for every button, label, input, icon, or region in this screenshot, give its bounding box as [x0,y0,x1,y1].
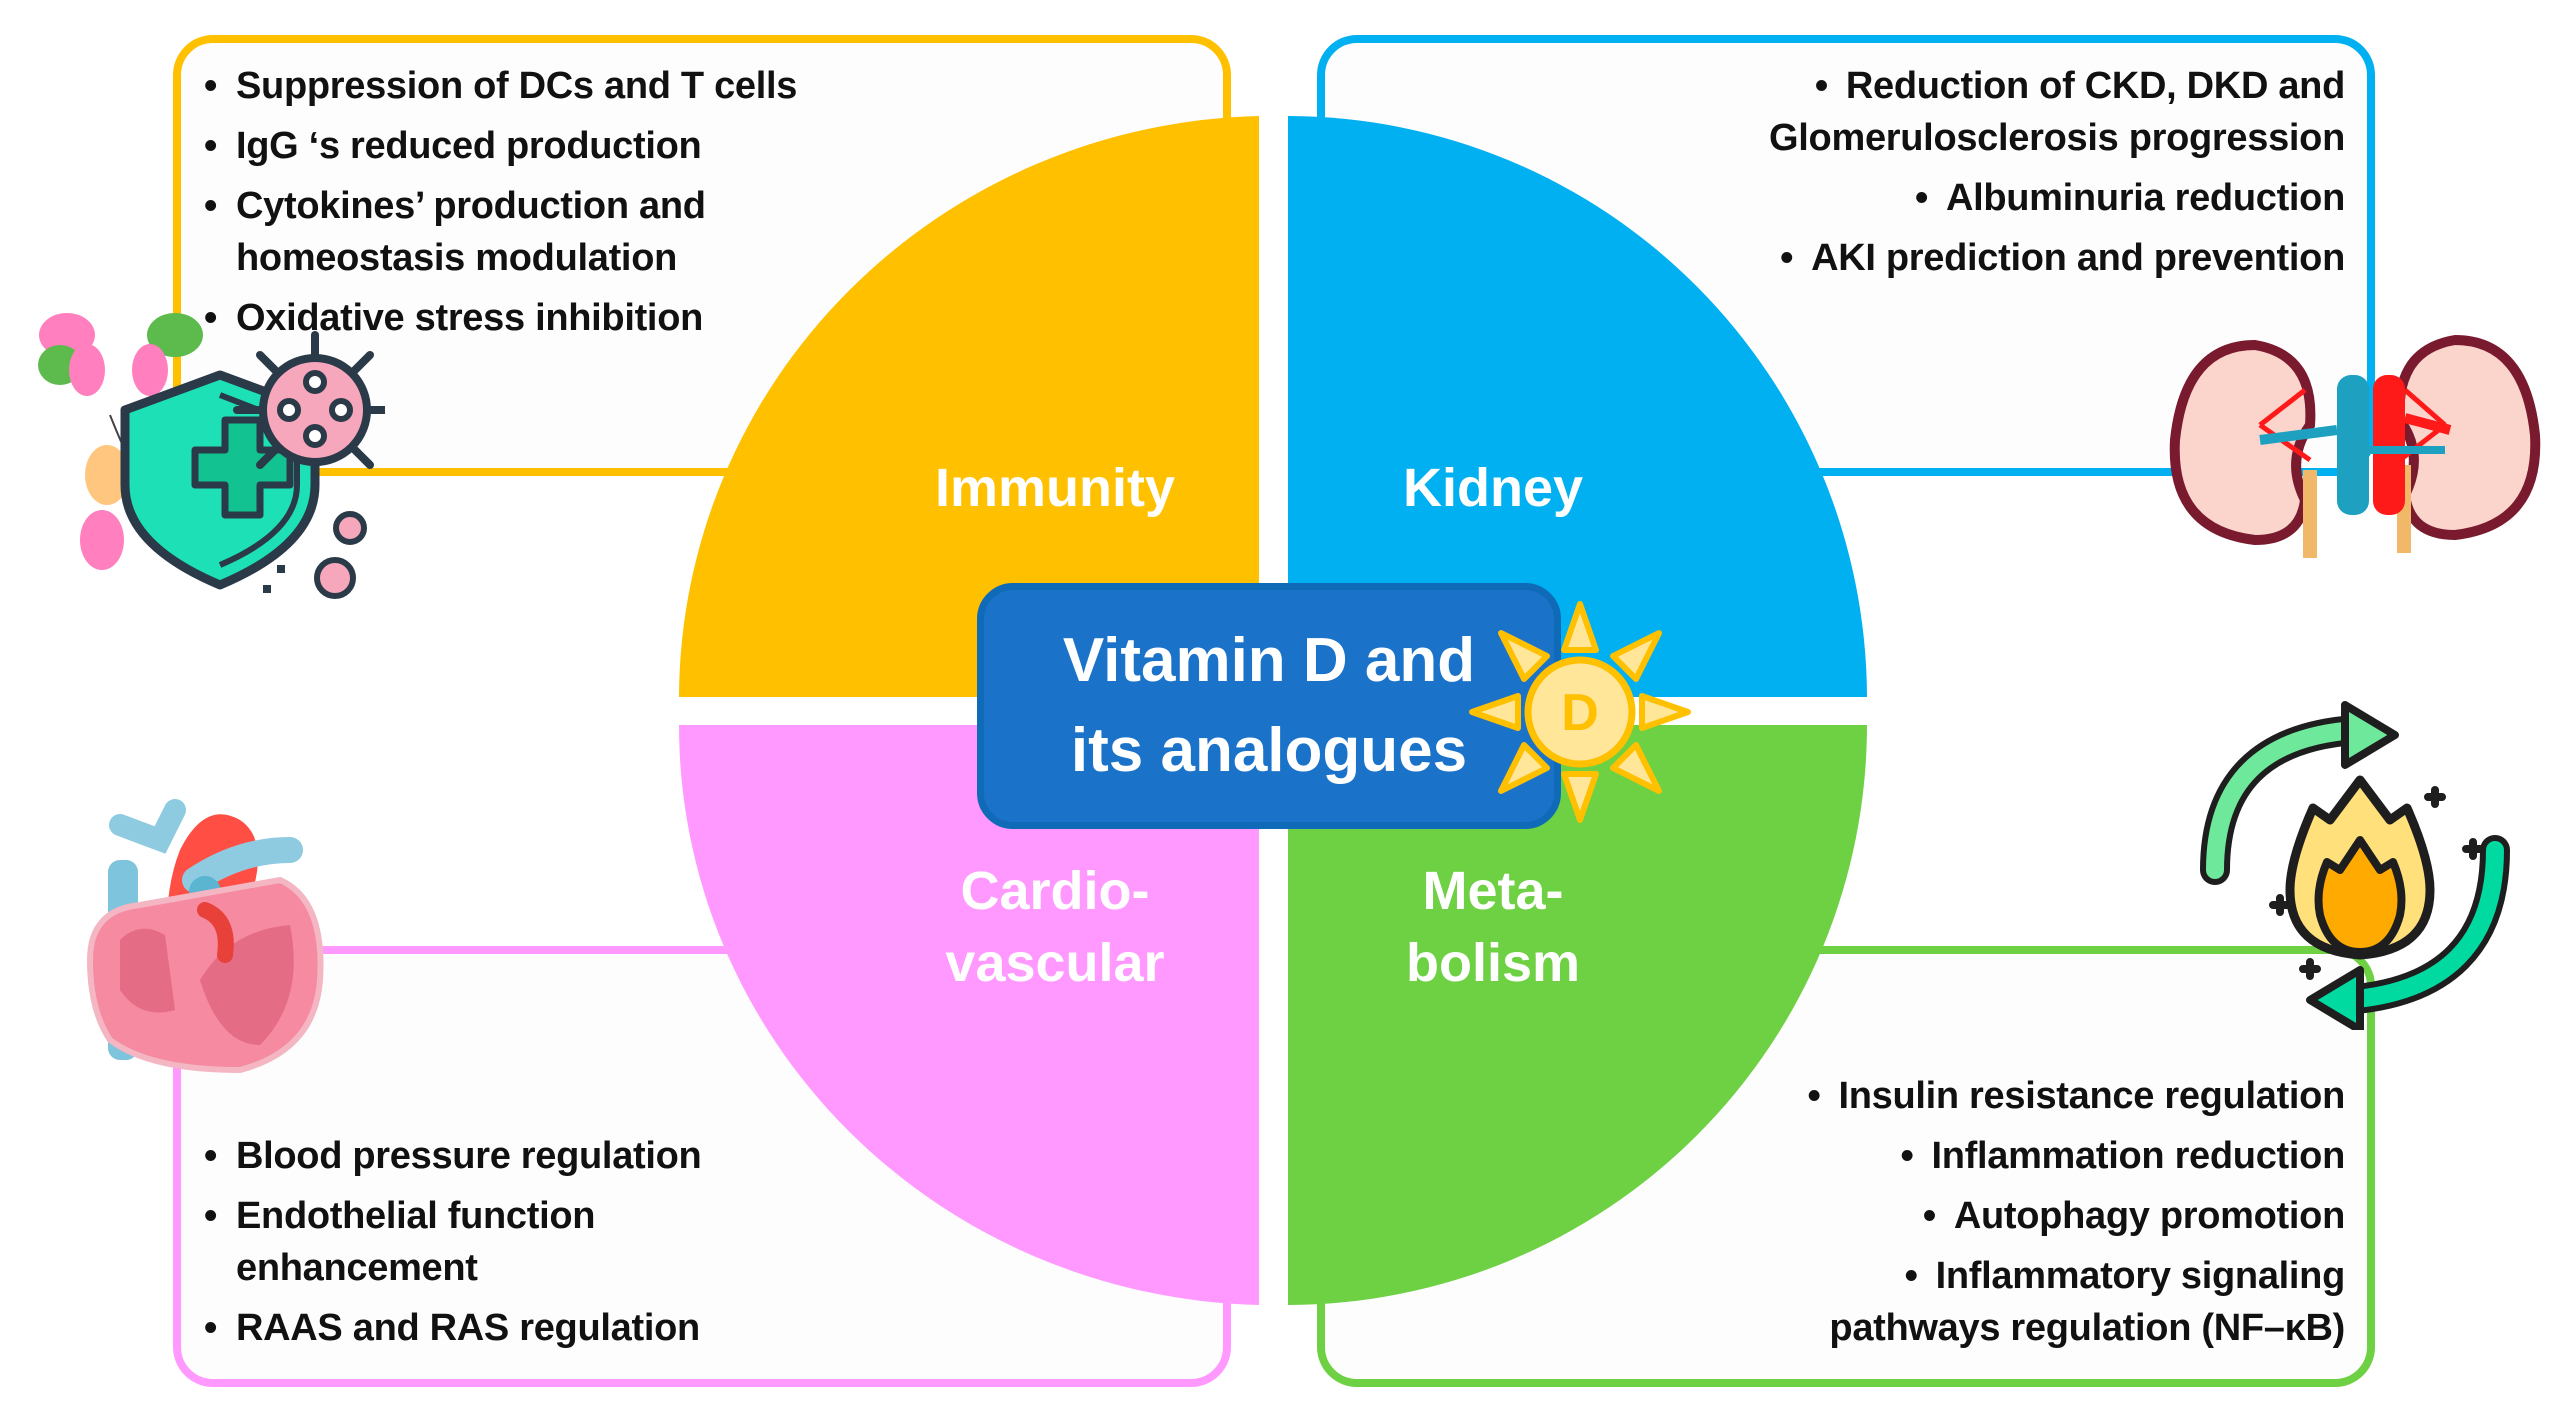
list-item: Endothelial function enhancement [200,1190,656,1294]
list-item: •AKI prediction and prevention [1780,237,2345,279]
immunity-quadrant [679,116,1259,697]
kidney-quadrant [1288,116,1867,697]
list-item: •Autophagy promotion [1922,1195,2345,1237]
list-item: •Albuminuria reduction [1914,177,2345,219]
center-title-box: Vitamin D and its analogues [977,583,1561,829]
list-item: •Insulin resistance regulation [1807,1075,2345,1117]
list-item: •Inflammatory signaling [1904,1255,2346,1297]
center-title-line1: Vitamin D and [1062,626,1476,695]
sparkle-icons [2269,786,2484,980]
list-item: Suppression of DCs and T cells [200,60,1020,112]
list-item: RAAS and RAS regulation [200,1302,1020,1354]
kidney-label: Kidney [1402,458,1584,518]
metabolism-quadrant [1288,725,1867,1305]
sun-letter: D [1561,684,1599,742]
cardiovascular-label: Cardio- vascular [945,861,1165,993]
immunity-effects-list: Suppression of DCs and T cells IgG ‘s re… [200,60,1020,352]
cardiovascular-quadrant [679,725,1259,1305]
metabolism-label: Meta- bolism [1405,861,1581,993]
kidneys-icon [2169,334,2541,558]
list-item: IgG ‘s reduced production [200,120,1020,172]
center-title-line2: its analogues [1070,716,1468,785]
list-item: •Inflammation reduction [1900,1135,2345,1177]
vitamin-d-sun-icon: D [1469,601,1691,823]
list-item: •Reduction of CKD, DKD and [1814,65,2345,107]
list-item: Cytokines’ production and homeostasis mo… [200,180,796,284]
heart-icon [86,799,324,1074]
metabolism-flame-icon [2200,701,2510,1030]
immunity-label: Immunity [934,458,1176,518]
antibody-icon [38,313,203,570]
immune-shield-icon [38,313,385,599]
small-virus-icon [314,511,367,599]
virus-icon [233,331,385,489]
kidney-effects-list: •Reduction of CKD, DKD and Glomeruloscle… [1445,60,2345,292]
list-item-continuation: pathways regulation (NF–κB) [1829,1307,2345,1349]
metabolism-effects-list: •Insulin resistance regulation •Inflamma… [1445,1070,2345,1362]
list-item-continuation: Glomerulosclerosis progression [1769,117,2345,159]
cardiovascular-effects-list: Blood pressure regulation Endothelial fu… [200,1130,1020,1362]
list-item: Blood pressure regulation [200,1130,1020,1182]
